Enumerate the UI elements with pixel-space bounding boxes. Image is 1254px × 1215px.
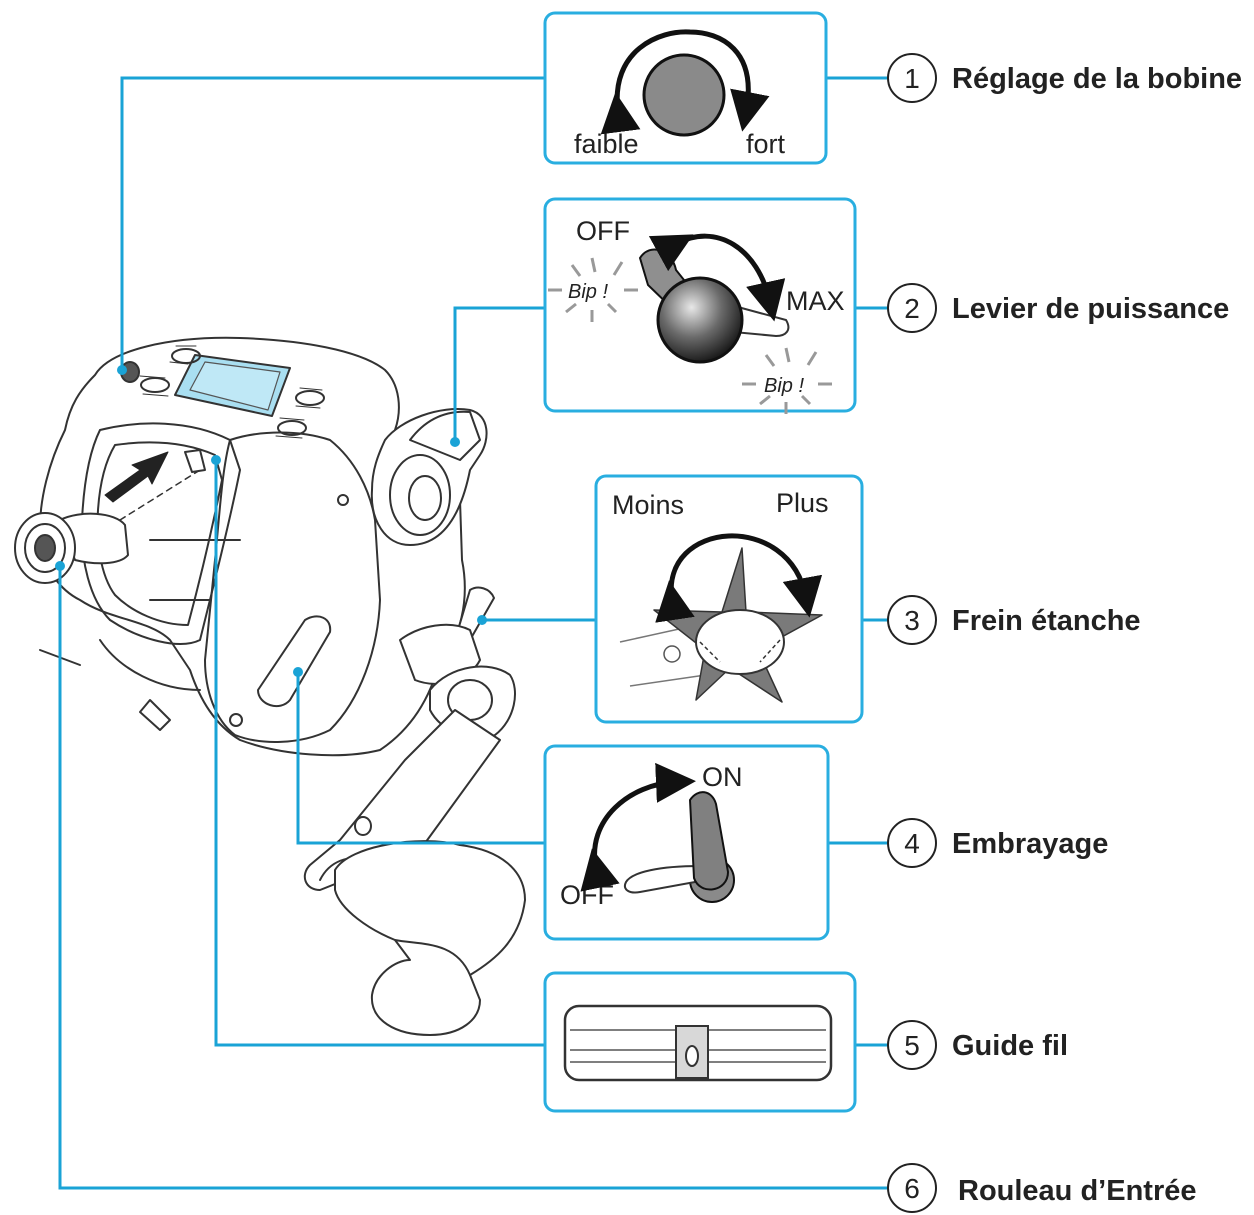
lever-knob bbox=[656, 276, 744, 364]
callout-1-number: 1 bbox=[904, 63, 920, 94]
drag-arrow-icon bbox=[655, 533, 823, 623]
callout-5-label: Guide fil bbox=[952, 1030, 1068, 1062]
leader-line-6 bbox=[58, 566, 888, 1190]
callout-3-label: Frein étanche bbox=[952, 605, 1141, 637]
clutch-lever-on-position bbox=[688, 791, 730, 891]
spool-knob bbox=[642, 53, 726, 137]
lever-arrow-icon bbox=[648, 233, 786, 322]
rotate-arrow-icon bbox=[600, 29, 770, 135]
power-off-label: OFF bbox=[576, 216, 630, 246]
clutch-off-label: OFF bbox=[560, 880, 614, 910]
leader-line-4 bbox=[296, 672, 545, 845]
leader-line-5 bbox=[214, 460, 545, 1047]
panel-line-guide bbox=[543, 971, 857, 1113]
callout-4: 4 Embrayage bbox=[887, 818, 1108, 868]
electric-reel-illustration bbox=[14, 336, 526, 1036]
callout-list: 1 Réglage de la bobine 2 Levier de puiss… bbox=[887, 53, 1242, 1213]
leader-line-2 bbox=[453, 306, 545, 440]
beep-burst-bottom bbox=[742, 347, 832, 414]
clutch-arrow-icon bbox=[580, 762, 696, 892]
callout-4-label: Embrayage bbox=[952, 828, 1108, 860]
callout-3: 3 Frein étanche bbox=[887, 595, 1141, 645]
callout-6: 6 Rouleau d’Entrée bbox=[887, 1163, 1197, 1213]
callout-4-number: 4 bbox=[904, 828, 920, 859]
callout-2: 2 Levier de puissance bbox=[887, 283, 1229, 333]
panel-clutch: ON OFF bbox=[543, 744, 830, 941]
leader-lines bbox=[58, 76, 888, 1190]
panel-spool-adjust: faible fort bbox=[543, 11, 828, 165]
beep-burst-top bbox=[548, 257, 638, 322]
callout-1-label: Réglage de la bobine bbox=[952, 63, 1242, 95]
spool-strong-label: fort bbox=[746, 129, 786, 159]
callout-5: 5 Guide fil bbox=[887, 1020, 1068, 1070]
callout-3-number: 3 bbox=[904, 605, 920, 636]
beep-label-bottom: Bip ! bbox=[764, 375, 804, 397]
callout-6-number: 6 bbox=[904, 1173, 920, 1204]
drag-more-label: Plus bbox=[776, 488, 829, 518]
callout-5-number: 5 bbox=[904, 1030, 920, 1061]
panel-star-drag: Moins Plus bbox=[594, 474, 864, 724]
spool-weak-label: faible bbox=[574, 129, 639, 159]
clutch-on-label: ON bbox=[702, 762, 743, 792]
panel-power-lever: OFF MAX Bip ! Bip ! bbox=[543, 197, 857, 414]
beep-label-top: Bip ! bbox=[568, 281, 608, 303]
leader-dots bbox=[55, 365, 487, 677]
drag-less-label: Moins bbox=[612, 490, 684, 520]
callout-1: 1 Réglage de la bobine bbox=[887, 53, 1242, 103]
callout-6-label: Rouleau d’Entrée bbox=[958, 1175, 1197, 1207]
leader-line-1 bbox=[120, 76, 545, 368]
callout-2-label: Levier de puissance bbox=[952, 293, 1229, 325]
power-max-label: MAX bbox=[786, 286, 845, 316]
callout-2-number: 2 bbox=[904, 293, 920, 324]
